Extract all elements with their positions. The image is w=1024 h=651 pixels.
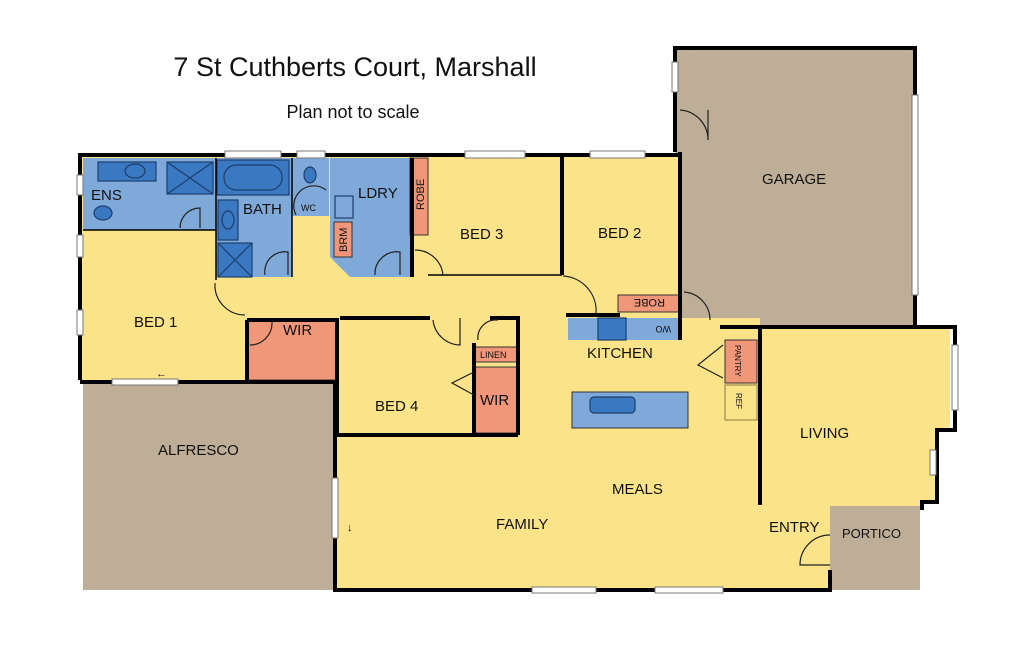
fridge-space <box>724 384 758 421</box>
label-kitchen: KITCHEN <box>587 345 653 362</box>
plan-title: 7 St Cuthberts Court, Marshall <box>173 52 536 82</box>
label-alfresco: ALFRESCO <box>158 442 239 459</box>
label-garage: GARAGE <box>762 171 826 188</box>
arrow-left-icon: ← <box>156 368 167 380</box>
storage-areas <box>246 157 758 434</box>
label-pantry: PANTRY <box>733 345 742 377</box>
label-wir: WIR <box>283 322 312 339</box>
label-living: LIVING <box>800 425 849 442</box>
sink <box>589 396 636 414</box>
label-family: FAMILY <box>496 516 548 533</box>
label-wc: WC <box>301 203 316 213</box>
doors <box>179 109 831 566</box>
alfresco-area <box>83 382 335 590</box>
label-meals: MEALS <box>612 481 663 498</box>
label-brm: BRM <box>338 228 350 252</box>
portico-area <box>830 506 920 590</box>
label-robe: ROBE <box>415 179 427 210</box>
walls <box>78 46 957 592</box>
label-ldry: LDRY <box>358 185 398 202</box>
label-wo: WO <box>656 324 672 334</box>
room-labels: ENS BATH WC LDRY ROBE BRM BED 3 BED 2 GA… <box>91 171 901 541</box>
label-entry: ENTRY <box>769 519 820 536</box>
label-bed2: BED 2 <box>598 225 641 242</box>
label-bed3: BED 3 <box>460 226 503 243</box>
label-robe-2: ROBE <box>634 296 665 308</box>
label-bed1: BED 1 <box>134 314 177 331</box>
toilet-ens <box>93 205 113 221</box>
label-ref: REF <box>734 393 743 409</box>
cooktop <box>597 317 627 341</box>
trough <box>334 195 354 219</box>
label-bed4: BED 4 <box>375 398 418 415</box>
fixtures <box>93 159 636 414</box>
garage-area <box>675 48 915 326</box>
label-ens: ENS <box>91 187 122 204</box>
label-wir-2: WIR <box>480 392 509 409</box>
toilet <box>303 166 317 184</box>
label-portico: PORTICO <box>842 526 901 541</box>
windows <box>76 61 959 594</box>
arrow-down-icon: ↓ <box>347 522 353 534</box>
label-linen: LINEN <box>480 350 507 360</box>
plan-subtitle: Plan not to scale <box>286 102 419 122</box>
label-bath: BATH <box>243 201 282 218</box>
